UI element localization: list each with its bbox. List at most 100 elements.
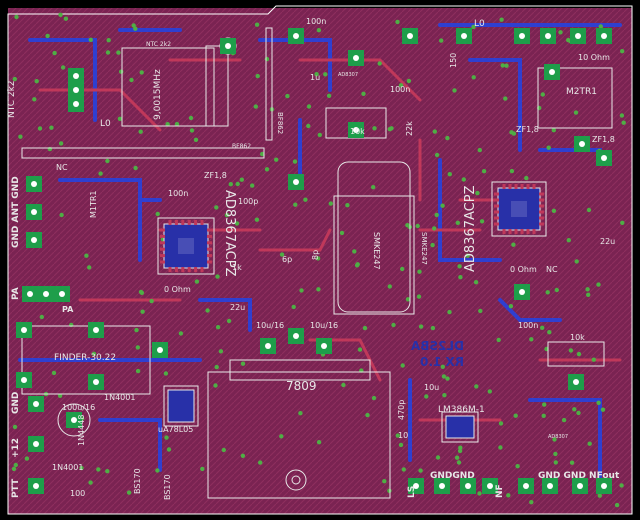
via (418, 468, 423, 473)
via (306, 104, 312, 109)
via (105, 50, 111, 55)
th-pad (16, 372, 32, 388)
via (430, 325, 436, 331)
via (298, 411, 303, 416)
ic-ad8367-left[interactable] (160, 220, 212, 272)
via (586, 207, 592, 213)
via (568, 348, 574, 353)
via (458, 445, 463, 450)
via (166, 447, 172, 452)
via (117, 116, 123, 122)
via (551, 208, 557, 213)
via (573, 110, 579, 115)
via (63, 16, 69, 21)
via (614, 502, 620, 508)
label-0ohm-right: 0 Ohm (510, 265, 537, 274)
label-ntc-left: NTC 2k2 (7, 80, 17, 118)
via (292, 159, 298, 164)
via (596, 282, 601, 287)
via (569, 460, 575, 465)
via (339, 230, 345, 236)
via (323, 72, 328, 77)
via (619, 483, 624, 488)
via (442, 393, 447, 398)
via (79, 465, 84, 471)
via (133, 165, 138, 171)
via (405, 223, 410, 228)
via (591, 357, 596, 362)
via (84, 253, 89, 258)
label-1n4001-b: 1N4001 (52, 463, 83, 472)
th-pad (514, 28, 530, 44)
via (24, 456, 30, 461)
via (105, 469, 110, 474)
via (471, 75, 476, 80)
silkscreen-outlines (21, 27, 613, 499)
th-pad (68, 82, 84, 98)
via (561, 417, 567, 423)
via (258, 460, 263, 465)
via (406, 78, 412, 84)
label-ad8367-left: AD8367ACPZ (222, 190, 237, 277)
th-pad (596, 478, 612, 494)
via (566, 37, 571, 43)
via (498, 421, 504, 426)
label-bs170: BS170 (133, 468, 142, 494)
via (306, 123, 311, 129)
via (163, 371, 169, 376)
ic-ad8367-right[interactable] (494, 184, 544, 234)
via (260, 151, 265, 157)
via (434, 212, 439, 218)
via (398, 442, 404, 448)
via (400, 266, 405, 272)
via (372, 126, 377, 131)
th-pad (288, 174, 304, 190)
via (430, 242, 435, 248)
via (317, 132, 322, 138)
th-pad (434, 478, 450, 494)
th-pad (28, 478, 44, 494)
via (432, 129, 437, 134)
via (59, 212, 64, 218)
label-1n4448: 1N4448 (77, 415, 86, 446)
via (445, 135, 450, 141)
via (405, 297, 411, 302)
via (515, 464, 520, 469)
th-pad (66, 412, 82, 428)
via (600, 407, 606, 412)
via (587, 441, 592, 446)
via (165, 122, 170, 127)
via (316, 440, 322, 445)
board-outline (7, 5, 633, 515)
via (455, 220, 460, 225)
ic-lm386[interactable] (445, 415, 475, 439)
via (597, 493, 602, 498)
via (395, 19, 400, 25)
via (445, 376, 450, 381)
via (116, 50, 121, 55)
via (547, 330, 552, 335)
th-pad (38, 286, 54, 302)
label-bf862: BF862 (276, 112, 284, 134)
via (326, 93, 332, 99)
via (126, 490, 132, 495)
reg-78l05[interactable] (167, 389, 195, 423)
via (439, 38, 444, 43)
via (434, 152, 440, 158)
via (51, 370, 57, 376)
via (401, 467, 406, 472)
th-pad (68, 68, 84, 84)
via (529, 337, 534, 342)
via (224, 212, 230, 218)
via (91, 351, 97, 356)
via (13, 462, 18, 468)
via (214, 364, 219, 370)
via (503, 96, 508, 101)
th-pad (408, 478, 424, 494)
label-finder: FINDER-30.22 (54, 353, 116, 363)
label-ad8307-a: AD8307 (338, 72, 358, 78)
label-gndgnd: GNDGND (430, 471, 475, 481)
via (477, 491, 482, 496)
via (362, 325, 368, 331)
via (239, 177, 244, 182)
